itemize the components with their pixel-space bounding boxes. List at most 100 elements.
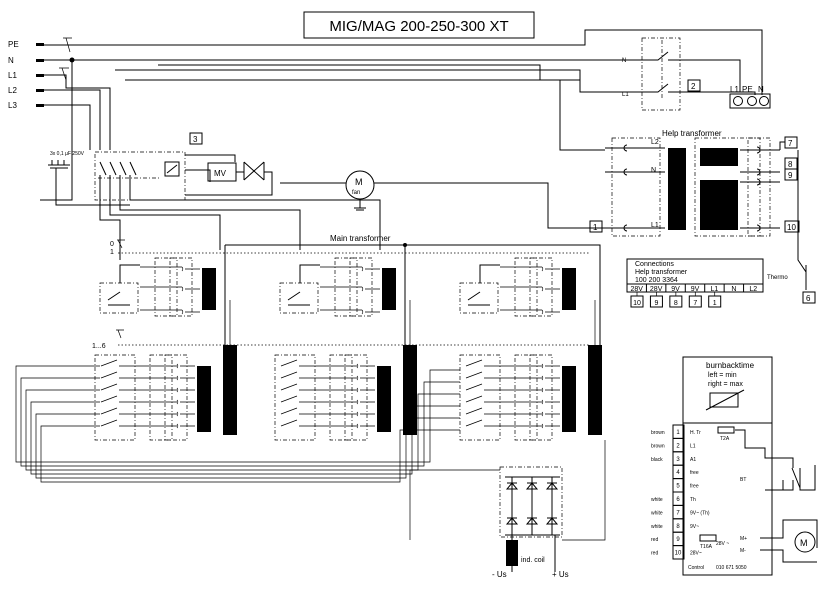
title-frame xyxy=(303,11,535,39)
pin-signal: Th xyxy=(690,497,696,503)
burnback-left: left = min xyxy=(708,372,737,379)
svg-text:L2: L2 xyxy=(651,139,659,146)
pin-wire-color: white xyxy=(651,510,663,516)
connections-header: L2 xyxy=(749,286,757,293)
fan-label: fan xyxy=(352,190,360,196)
box-10 xyxy=(784,220,800,233)
bb-bt: BT xyxy=(740,477,746,483)
burnback-pin-row: 2 brown L1 xyxy=(651,437,696,453)
svg-text:7: 7 xyxy=(788,139,793,148)
terminal-block: L1 PE N xyxy=(729,85,771,109)
label-pe: PE xyxy=(8,40,19,49)
pin-wire-color: white xyxy=(651,497,663,503)
box-6 xyxy=(802,291,816,304)
pin-signal: 28V~ xyxy=(690,551,702,557)
svg-text:1: 1 xyxy=(593,223,598,232)
tap-wire xyxy=(40,425,460,483)
pin-number: 3 xyxy=(676,457,680,463)
svg-text:9V: 9V xyxy=(716,155,726,164)
pin-signal: free xyxy=(690,484,699,490)
fan-m: M xyxy=(355,177,363,187)
pin-number: 2 xyxy=(676,443,680,449)
burnback-right: right = max xyxy=(708,381,743,388)
connection-number: 1 xyxy=(713,300,717,307)
connections-header: N xyxy=(731,286,736,293)
pin-wire-color: black xyxy=(651,457,663,463)
connection-number: 7 xyxy=(693,300,697,307)
mv-label: MV xyxy=(214,169,227,178)
fuse-t2a: T2A xyxy=(720,436,730,442)
pin-wire-color: red xyxy=(651,537,658,543)
tap-wire xyxy=(30,401,460,475)
fan-motor: M fan xyxy=(280,170,620,229)
svg-text:N: N xyxy=(651,167,656,174)
main-switch: N L1 2 xyxy=(622,37,756,111)
box-7 xyxy=(784,136,798,149)
rectifier-bridge: ind. coil - Us + Us xyxy=(492,466,569,579)
upper-switch-assembly xyxy=(459,257,576,317)
pin-number: 10 xyxy=(675,551,682,557)
svg-text:6: 6 xyxy=(806,294,811,303)
pin-number: 9 xyxy=(676,537,680,543)
pin-signal: free xyxy=(690,470,699,476)
connections-subtitle: Help transformer xyxy=(635,269,688,276)
pin-number: 5 xyxy=(676,484,680,490)
diagram-title: MIG/MAG 200-250-300 XT xyxy=(329,18,508,35)
tap-wire xyxy=(20,377,460,467)
label-l1: L1 xyxy=(8,71,17,80)
plus-us: + Us xyxy=(552,570,569,579)
box-2 xyxy=(687,79,701,92)
tap-wire xyxy=(25,389,460,471)
tb-l1: L1 xyxy=(730,85,739,94)
pin-signal: L1 xyxy=(690,443,696,449)
box-3 xyxy=(189,132,203,145)
connection-number: 8 xyxy=(674,300,678,307)
connections-header: L1 xyxy=(711,286,719,293)
pin-signal: 9V~ (Th) xyxy=(690,510,710,516)
svg-text:28V: 28V xyxy=(716,201,731,210)
pin-wire-color: white xyxy=(651,524,663,530)
bb-mminus: M- xyxy=(740,548,746,554)
bb-mplus: M+ xyxy=(740,536,747,542)
pin-number: 4 xyxy=(676,470,680,476)
pin-signal: 9V~ xyxy=(690,524,699,530)
switch-pos-0: 0 xyxy=(110,241,114,248)
label-l2: L2 xyxy=(8,86,17,95)
thermo: Thermo 6 xyxy=(767,150,816,304)
box-9 xyxy=(784,168,798,181)
tap-wire xyxy=(35,413,460,479)
pin-number: 7 xyxy=(676,510,680,516)
pin-wire-color: brown xyxy=(651,430,665,436)
tb-n: N xyxy=(758,85,764,94)
connections-header: 28V xyxy=(630,286,643,293)
tap-switch-assembly xyxy=(274,300,417,441)
switch-range: 1...6 xyxy=(92,343,106,350)
capacitor-label: 3x 0,1 µF 250V xyxy=(50,151,85,157)
connections-table: Connections Help transformer 100 200 336… xyxy=(626,258,764,308)
fuse-t16a: T16A xyxy=(700,544,713,550)
connections-header: 28V xyxy=(650,286,663,293)
burnback-pin-row: 3 black A1 xyxy=(651,451,696,466)
help-transformer-title: Help transformer xyxy=(662,129,722,138)
pin-signal: H. Tr xyxy=(690,430,701,436)
pin-wire-color: brown xyxy=(651,443,665,449)
connection-number: 10 xyxy=(633,300,641,307)
pin-signal: A1 xyxy=(690,457,696,463)
thermo-label: Thermo xyxy=(767,275,788,281)
ind-coil-label: ind. coil xyxy=(521,557,545,564)
connections-part: 100 200 3364 xyxy=(635,277,678,284)
burnback-pin-row: 5 free xyxy=(672,478,699,493)
tb-pe: PE xyxy=(742,85,753,94)
burnback-pin-row: 4 free xyxy=(672,464,699,480)
tap-switch-assembly xyxy=(459,300,602,441)
help-transformer: Help transformer L2 N L1 9V 28V 7 8 9 10… xyxy=(589,129,800,237)
connection-number: 9 xyxy=(654,300,658,307)
connections-header: 9V xyxy=(691,286,700,293)
svg-text:9: 9 xyxy=(788,171,793,180)
svg-text:L1: L1 xyxy=(651,222,659,229)
box-1 xyxy=(589,220,603,233)
svg-text:2: 2 xyxy=(691,82,696,91)
